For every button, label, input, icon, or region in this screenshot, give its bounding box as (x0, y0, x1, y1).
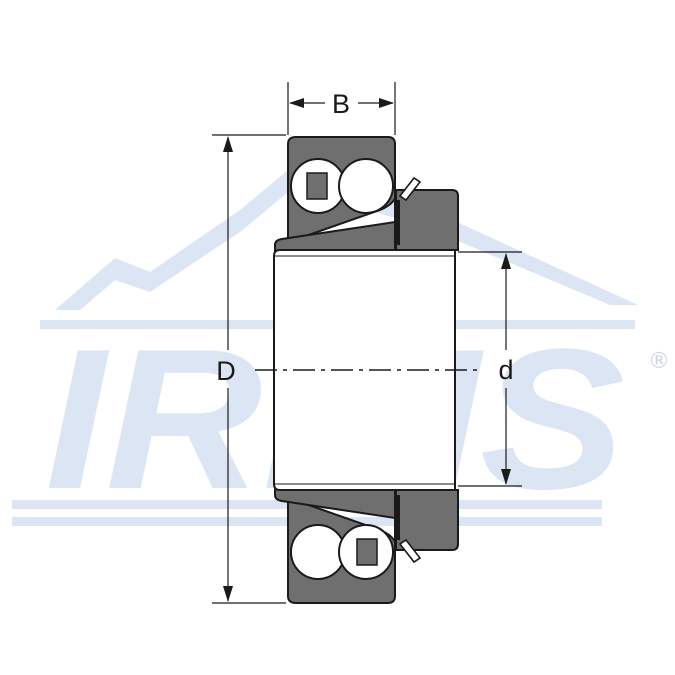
lock-nut-upper (395, 189, 459, 251)
washer-tab-upper (398, 176, 422, 202)
dimension-d-outer: D (212, 134, 286, 604)
d-outer-arrow-bottom (223, 586, 233, 602)
rollers-lower (290, 524, 394, 580)
ball-upper-left-section (306, 172, 328, 200)
lock-washer-upper (394, 200, 400, 245)
b-label: B (332, 89, 350, 119)
ball-upper-right (338, 158, 394, 214)
dimension-b: B (287, 82, 396, 135)
bore-arrow-top (501, 253, 511, 269)
registered-mark: ® (648, 349, 670, 374)
d-outer-arrow-top (223, 136, 233, 152)
outer-diameter-label: D (216, 356, 236, 386)
dimension-d-bore: d (458, 251, 522, 487)
b-arrow-left (289, 98, 304, 108)
bore-arrow-bottom (501, 469, 511, 485)
b-arrow-right (379, 98, 394, 108)
rollers-upper (290, 158, 394, 214)
ball-lower-left (290, 524, 346, 580)
bore-diameter-label: d (498, 355, 513, 385)
lock-washer-lower (394, 495, 400, 540)
lock-nut-lower (395, 489, 459, 551)
ball-lower-right-section (356, 538, 378, 566)
inner-ring-lower (274, 487, 396, 520)
washer-tab-lower (398, 538, 422, 564)
